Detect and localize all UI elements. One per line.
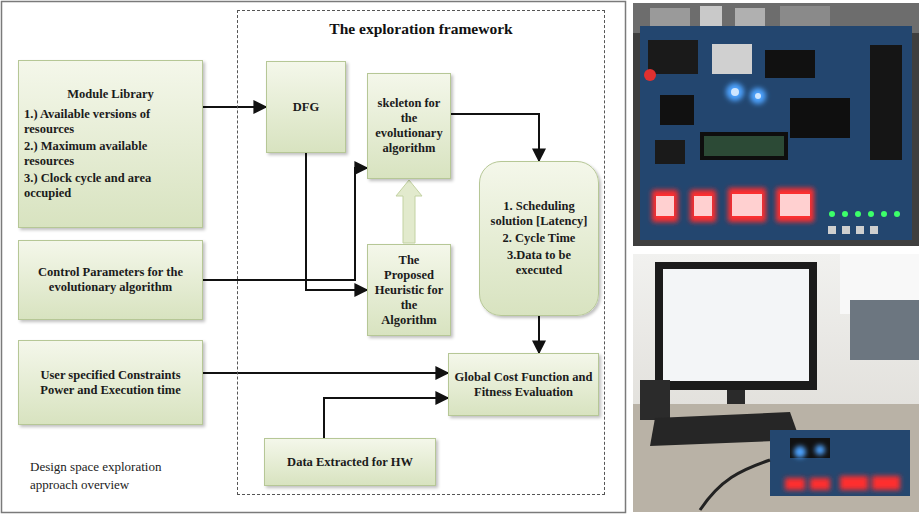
- node-text: skeleton for the evolutionary algorithm: [373, 96, 445, 156]
- lab-setup-photo: [633, 254, 919, 512]
- process-box: skeleton for the evolutionary algorithm: [367, 73, 451, 179]
- node-text: 3.Data to be executed: [485, 248, 593, 278]
- connector-arrow: [451, 114, 539, 161]
- node-text: 3.) Clock cycle and area occupied: [24, 171, 197, 201]
- fpga-board-photo: [633, 3, 919, 246]
- process-box: Data Extracted for HW: [264, 438, 436, 486]
- connector-arrow: [203, 106, 266, 108]
- panel-frame: [2, 2, 626, 513]
- connector-arrow: [203, 372, 448, 374]
- node-text: Global Cost Function and Fitness Evaluat…: [454, 370, 593, 400]
- caption: Design space exploration approach overvi…: [30, 458, 200, 493]
- process-box: User specified Constraints Power and Exe…: [18, 340, 203, 425]
- connector-arrow: [203, 168, 367, 280]
- node-text: Module Library: [24, 87, 197, 102]
- node-text: Control Parameters for the evolutionary …: [24, 265, 197, 295]
- node-text: 2.) Maximum available resources: [24, 139, 197, 169]
- process-box: 1. Scheduling solution [Latency] 2. Cycle…: [479, 161, 599, 316]
- node-text: 1.) Available versions of resources: [24, 107, 197, 137]
- process-box: Global Cost Function and Fitness Evaluat…: [448, 353, 599, 416]
- node-text: 1. Scheduling solution [Latency]: [485, 199, 593, 229]
- connector-arrow: [538, 316, 540, 353]
- node-text: The Proposed Heuristic for the Algorithm: [373, 253, 445, 328]
- node-text: Data Extracted for HW: [270, 455, 430, 470]
- node-text: User specified Constraints Power and Exe…: [24, 368, 197, 398]
- connector-arrow: [306, 153, 367, 290]
- node-text: DFG: [272, 100, 340, 115]
- process-box: Module Library 1.) Available versions of …: [18, 60, 203, 228]
- process-box: The Proposed Heuristic for the Algorithm: [367, 244, 451, 336]
- region-title: The exploration framework: [238, 20, 604, 38]
- process-box: Control Parameters for the evolutionary …: [18, 240, 203, 320]
- node-text: 2. Cycle Time: [485, 231, 593, 246]
- block-arrow: [396, 180, 422, 243]
- connector-arrow: [324, 398, 448, 438]
- framework-region: The exploration frameworkDFG skeleton for…: [237, 10, 605, 495]
- process-box: DFG: [266, 61, 346, 153]
